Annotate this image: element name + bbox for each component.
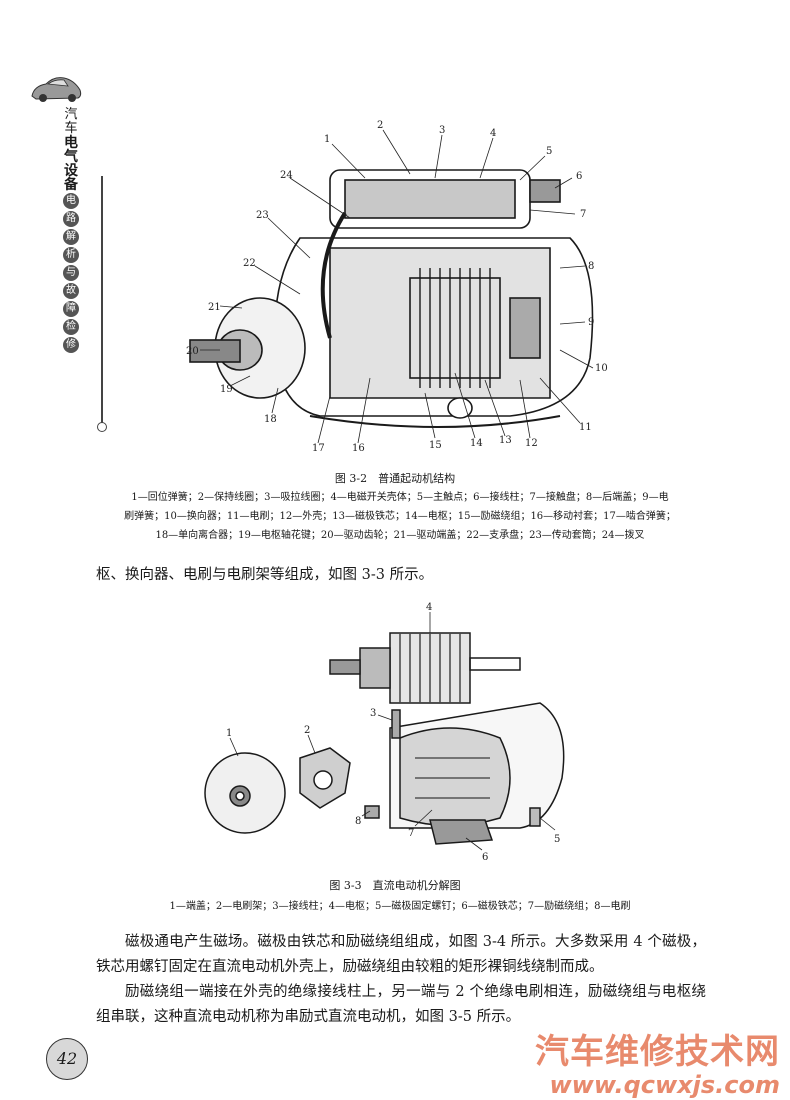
callout-label: 16 bbox=[352, 443, 365, 454]
subtitle-char: 析 bbox=[63, 247, 79, 263]
callout-label: 15 bbox=[429, 440, 442, 451]
callout-label: 3 bbox=[370, 708, 376, 719]
callout-label: 4 bbox=[490, 128, 496, 139]
book-title: 汽 车 电 气 设 备 电 路 解 析 与 故 障 检 修 bbox=[58, 108, 84, 354]
body-paragraph: 励磁绕组一端接在外壳的绝缘接线柱上，另一端与 2 个绝缘电刷相连，励磁绕组与电枢… bbox=[96, 984, 706, 1025]
callout-label: 1 bbox=[226, 728, 232, 739]
figure1-caption: 图 3-2 普通起动机结构 bbox=[334, 472, 456, 485]
callout-label: 19 bbox=[220, 384, 233, 395]
title-char: 汽 bbox=[64, 107, 78, 122]
figure1-callouts: 1 2 3 4 5 6 7 8 9 10 11 12 13 14 15 16 1… bbox=[186, 120, 608, 454]
callout-label: 17 bbox=[312, 443, 325, 454]
subtitle-char: 解 bbox=[63, 229, 79, 245]
callout-label: 10 bbox=[595, 363, 608, 374]
callout-label: 2 bbox=[377, 120, 383, 131]
callout-label: 22 bbox=[243, 258, 256, 269]
callout-label: 6 bbox=[576, 171, 582, 182]
sidebar: 汽 车 电 气 设 备 电 路 解 析 与 故 障 检 修 bbox=[28, 68, 107, 432]
watermark-title: 汽车维修技术网 bbox=[535, 1032, 780, 1072]
callout-label: 8 bbox=[355, 816, 361, 827]
subtitle-char: 检 bbox=[63, 319, 79, 335]
callout-label: 1 bbox=[324, 134, 330, 145]
title-char: 车 bbox=[64, 121, 78, 136]
watermark: 汽车维修技术网 www.qcwxjs.com bbox=[500, 1032, 780, 1098]
callout-label: 8 bbox=[588, 261, 594, 272]
subtitle-char: 修 bbox=[63, 337, 79, 353]
subtitle: 电 路 解 析 与 故 障 检 修 bbox=[58, 192, 84, 354]
title-char: 气 bbox=[64, 149, 78, 165]
callout-label: 6 bbox=[482, 852, 488, 863]
sidebar-line bbox=[101, 176, 103, 424]
callout-label: 14 bbox=[470, 438, 483, 449]
sidebar-dot bbox=[97, 422, 107, 432]
figure2-callouts: 1 2 3 4 5 6 7 8 bbox=[226, 602, 560, 863]
callout-label: 21 bbox=[208, 302, 221, 313]
page-number: 42 bbox=[46, 1038, 88, 1080]
body-paragraph: 磁极通电产生磁场。磁极由铁芯和励磁绕组组成，如图 3-4 所示。大多数采用 4 … bbox=[96, 934, 706, 975]
callout-label: 4 bbox=[426, 602, 432, 613]
callout-label: 18 bbox=[264, 414, 277, 425]
callout-label: 11 bbox=[579, 422, 592, 433]
subtitle-char: 障 bbox=[63, 301, 79, 317]
callout-label: 5 bbox=[546, 146, 552, 157]
figure2-caption: 图 3-3 直流电动机分解图 bbox=[329, 879, 461, 892]
car-logo-icon bbox=[31, 77, 82, 102]
title-char: 设 bbox=[64, 163, 78, 179]
callout-label: 7 bbox=[580, 209, 586, 220]
callout-label: 2 bbox=[304, 725, 310, 736]
legend-line: 1—回位弹簧；2—保持线圈；3—吸拉线圈；4—电磁开关壳体；5—主触点；6—接线… bbox=[131, 492, 669, 503]
callout-label: 13 bbox=[499, 435, 512, 446]
callout-label: 9 bbox=[588, 317, 594, 328]
starter-motor-figure: 1 2 3 4 5 6 7 8 9 10 11 12 13 14 15 16 1… bbox=[186, 120, 608, 454]
legend-line: 18—单向离合器；19—电枢轴花键；20—驱动齿轮；21—驱动端盖；22—支承盘… bbox=[155, 530, 645, 541]
figure2-legend: 1—端盖；2—电刷架；3—接线柱；4—电枢；5—磁极固定螺钉；6—磁极铁芯；7—… bbox=[169, 901, 631, 912]
callout-label: 5 bbox=[554, 834, 560, 845]
callout-label: 7 bbox=[408, 828, 414, 839]
subtitle-char: 故 bbox=[63, 283, 79, 299]
callout-label: 24 bbox=[280, 170, 293, 181]
subtitle-char: 与 bbox=[63, 265, 79, 281]
callout-label: 3 bbox=[439, 125, 445, 136]
subtitle-char: 电 bbox=[63, 193, 79, 209]
callout-label: 23 bbox=[256, 210, 269, 221]
watermark-url: www.qcwxjs.com bbox=[549, 1071, 780, 1099]
title-char: 电 bbox=[64, 135, 78, 151]
subtitle-char: 路 bbox=[63, 211, 79, 227]
callout-label: 12 bbox=[525, 438, 538, 449]
callout-label: 20 bbox=[186, 346, 199, 357]
legend-line: 刷弹簧；10—换向器；11—电刷；12—外壳；13—磁极铁芯；14—电枢；15—… bbox=[124, 511, 676, 522]
dc-motor-exploded-figure: 1 2 3 4 5 6 7 8 bbox=[204, 602, 565, 863]
title-char: 备 bbox=[64, 177, 78, 193]
figure1-legend: 1—回位弹簧；2—保持线圈；3—吸拉线圈；4—电磁开关壳体；5—主触点；6—接线… bbox=[95, 488, 705, 545]
body-text-continuation: 枢、换向器、电刷与电刷架等组成，如图 3-3 所示。 bbox=[96, 567, 434, 583]
